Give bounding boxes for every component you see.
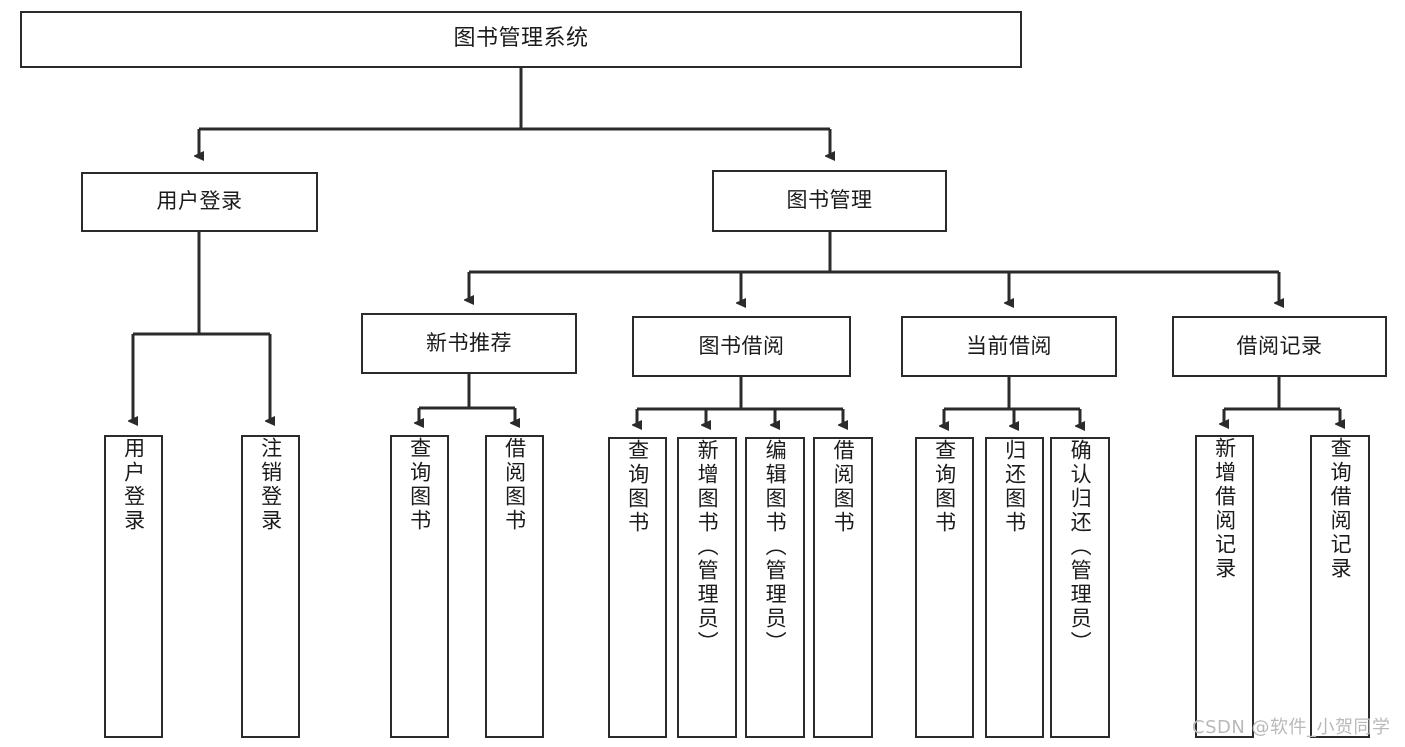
node-book-management-label: 图书管理 (786, 188, 873, 213)
leaf-new-book-query-book[interactable]: 查询图书 (390, 435, 449, 738)
leaf-label: 确认归还（管理员） (1068, 439, 1093, 655)
leaf-label: 编辑图书（管理员） (763, 439, 788, 655)
leaf-label: 借阅图书 (831, 439, 856, 535)
leaf-book-borrow-borrow-book[interactable]: 借阅图书 (813, 437, 873, 738)
node-root-book-management-system[interactable]: 图书管理系统 (20, 11, 1022, 68)
leaf-borrow-record-add-record[interactable]: 新增借阅记录 (1195, 435, 1254, 738)
leaf-book-borrow-add-book-admin[interactable]: 新增图书（管理员） (677, 437, 737, 738)
node-user-login-label: 用户登录 (156, 189, 243, 214)
leaf-user-login-login[interactable]: 用户登录 (104, 435, 163, 738)
node-book-borrow-label: 图书借阅 (698, 333, 785, 358)
leaf-label: 用户登录 (121, 437, 146, 533)
leaf-book-borrow-query-book[interactable]: 查询图书 (608, 437, 667, 738)
leaf-current-borrow-query-book[interactable]: 查询图书 (915, 437, 974, 738)
leaf-label: 归还图书 (1002, 439, 1027, 535)
node-book-management[interactable]: 图书管理 (712, 170, 947, 232)
leaf-current-borrow-confirm-return-admin[interactable]: 确认归还（管理员） (1050, 437, 1110, 738)
node-new-book-recommend[interactable]: 新书推荐 (361, 313, 577, 374)
node-book-borrow[interactable]: 图书借阅 (632, 316, 851, 377)
leaf-book-borrow-edit-book-admin[interactable]: 编辑图书（管理员） (745, 437, 805, 738)
node-borrow-record[interactable]: 借阅记录 (1172, 316, 1387, 377)
node-new-book-recommend-label: 新书推荐 (426, 330, 512, 355)
leaf-borrow-record-query-record[interactable]: 查询借阅记录 (1310, 435, 1370, 738)
leaf-label: 新增图书（管理员） (695, 439, 720, 655)
leaf-current-borrow-return-book[interactable]: 归还图书 (985, 437, 1044, 738)
leaf-label: 查询图书 (407, 437, 432, 533)
node-user-login[interactable]: 用户登录 (81, 172, 318, 232)
node-current-borrow-label: 当前借阅 (966, 333, 1052, 358)
leaf-label: 注销登录 (258, 437, 283, 533)
leaf-label: 查询借阅记录 (1328, 437, 1353, 581)
leaf-label: 借阅图书 (502, 437, 527, 533)
leaf-new-book-borrow-book[interactable]: 借阅图书 (485, 435, 544, 738)
leaf-label: 新增借阅记录 (1212, 437, 1237, 581)
node-root-label: 图书管理系统 (453, 26, 589, 52)
leaf-label: 查询图书 (932, 439, 957, 535)
leaf-label: 查询图书 (625, 439, 650, 535)
node-current-borrow[interactable]: 当前借阅 (901, 316, 1117, 377)
leaf-user-login-logout[interactable]: 注销登录 (241, 435, 300, 738)
node-borrow-record-label: 借阅记录 (1236, 333, 1323, 358)
